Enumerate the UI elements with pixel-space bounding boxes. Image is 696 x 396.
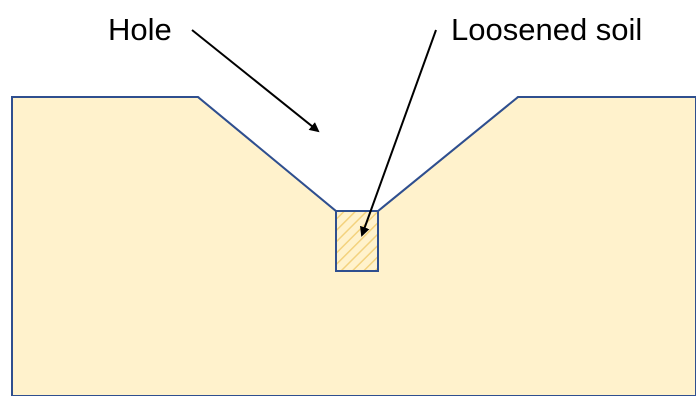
loosened-soil-arrow (360, 29, 437, 237)
hole-outline (197, 96, 519, 212)
hole-region (198, 97, 518, 211)
hole-label: Hole (108, 12, 172, 47)
loosened-soil-region (335, 210, 379, 272)
loosened-soil-label: Loosened soil (451, 12, 642, 47)
hole-arrow (191, 29, 320, 133)
